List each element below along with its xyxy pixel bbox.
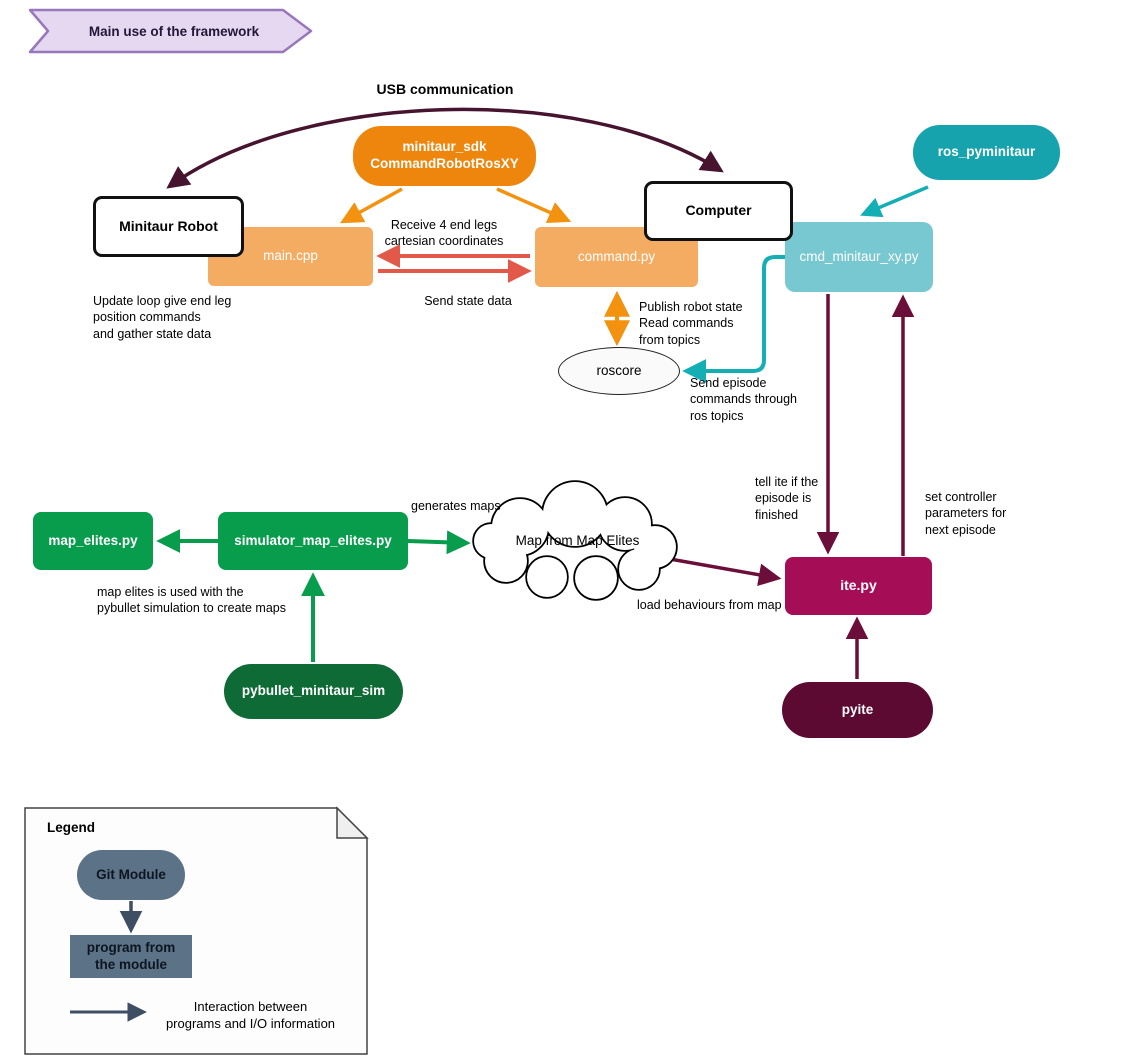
node-map-elites: map_elites.py xyxy=(33,512,153,570)
label-map-elites-note: map elites is used with the pybullet sim… xyxy=(97,585,286,616)
rospyminitaur-to-cmd-arrow xyxy=(860,185,929,218)
node-ros-pyminitaur: ros_pyminitaur xyxy=(913,125,1060,180)
label-load-behaviours: load behaviours from map xyxy=(637,598,782,612)
legend-interaction-label: Interaction between programs and I/O inf… xyxy=(165,999,336,1031)
node-cmd-minitaur-xy: cmd_minitaur_xy.py xyxy=(785,222,933,292)
label-tell-ite: tell ite if the episode is finished xyxy=(755,475,819,522)
cmd-to-roscore-arrow xyxy=(682,255,785,383)
node-pyite: pyite xyxy=(782,682,933,738)
banner-chevron xyxy=(28,8,313,54)
label-receive-coordinates: Receive 4 end legs cartesian coordinates xyxy=(384,218,504,249)
legend-git-module: Git Module xyxy=(77,850,185,900)
node-minitaur-robot: Minitaur Robot xyxy=(93,196,244,257)
node-pybullet-minitaur-sim: pybullet_minitaur_sim xyxy=(224,664,403,719)
map-cloud-shape xyxy=(472,480,678,601)
sdk-to-maincpp-arrow xyxy=(340,187,403,224)
node-map-cloud-label: Map from Map Elites xyxy=(515,533,640,548)
node-minitaur-sdk: minitaur_sdk CommandRobotRosXY xyxy=(353,126,536,186)
label-set-controller: set controller parameters for next episo… xyxy=(925,490,1007,537)
banner-title: Main use of the framework xyxy=(88,23,260,39)
usb-arrow xyxy=(166,107,724,189)
label-usb-communication: USB communication xyxy=(376,81,514,97)
node-simulator-map-elites: simulator_map_elites.py xyxy=(218,512,408,570)
label-send-state-data: Send state data xyxy=(424,294,512,308)
label-generates-maps: generates maps xyxy=(411,499,501,513)
label-update-loop: Update loop give end leg position comman… xyxy=(93,294,232,341)
legend-title: Legend xyxy=(47,820,96,835)
label-send-episode: Send episode commands through ros topics xyxy=(690,376,798,423)
node-computer: Computer xyxy=(644,181,793,241)
legend-program-box: program from the module xyxy=(70,935,192,978)
simulator-to-cloud-arrow xyxy=(407,530,471,555)
node-ite: ite.py xyxy=(785,557,932,615)
node-roscore: roscore xyxy=(558,347,680,395)
label-publish-robot-state: Publish robot state Read commands from t… xyxy=(639,300,743,347)
sdk-to-command-arrow xyxy=(496,187,572,224)
